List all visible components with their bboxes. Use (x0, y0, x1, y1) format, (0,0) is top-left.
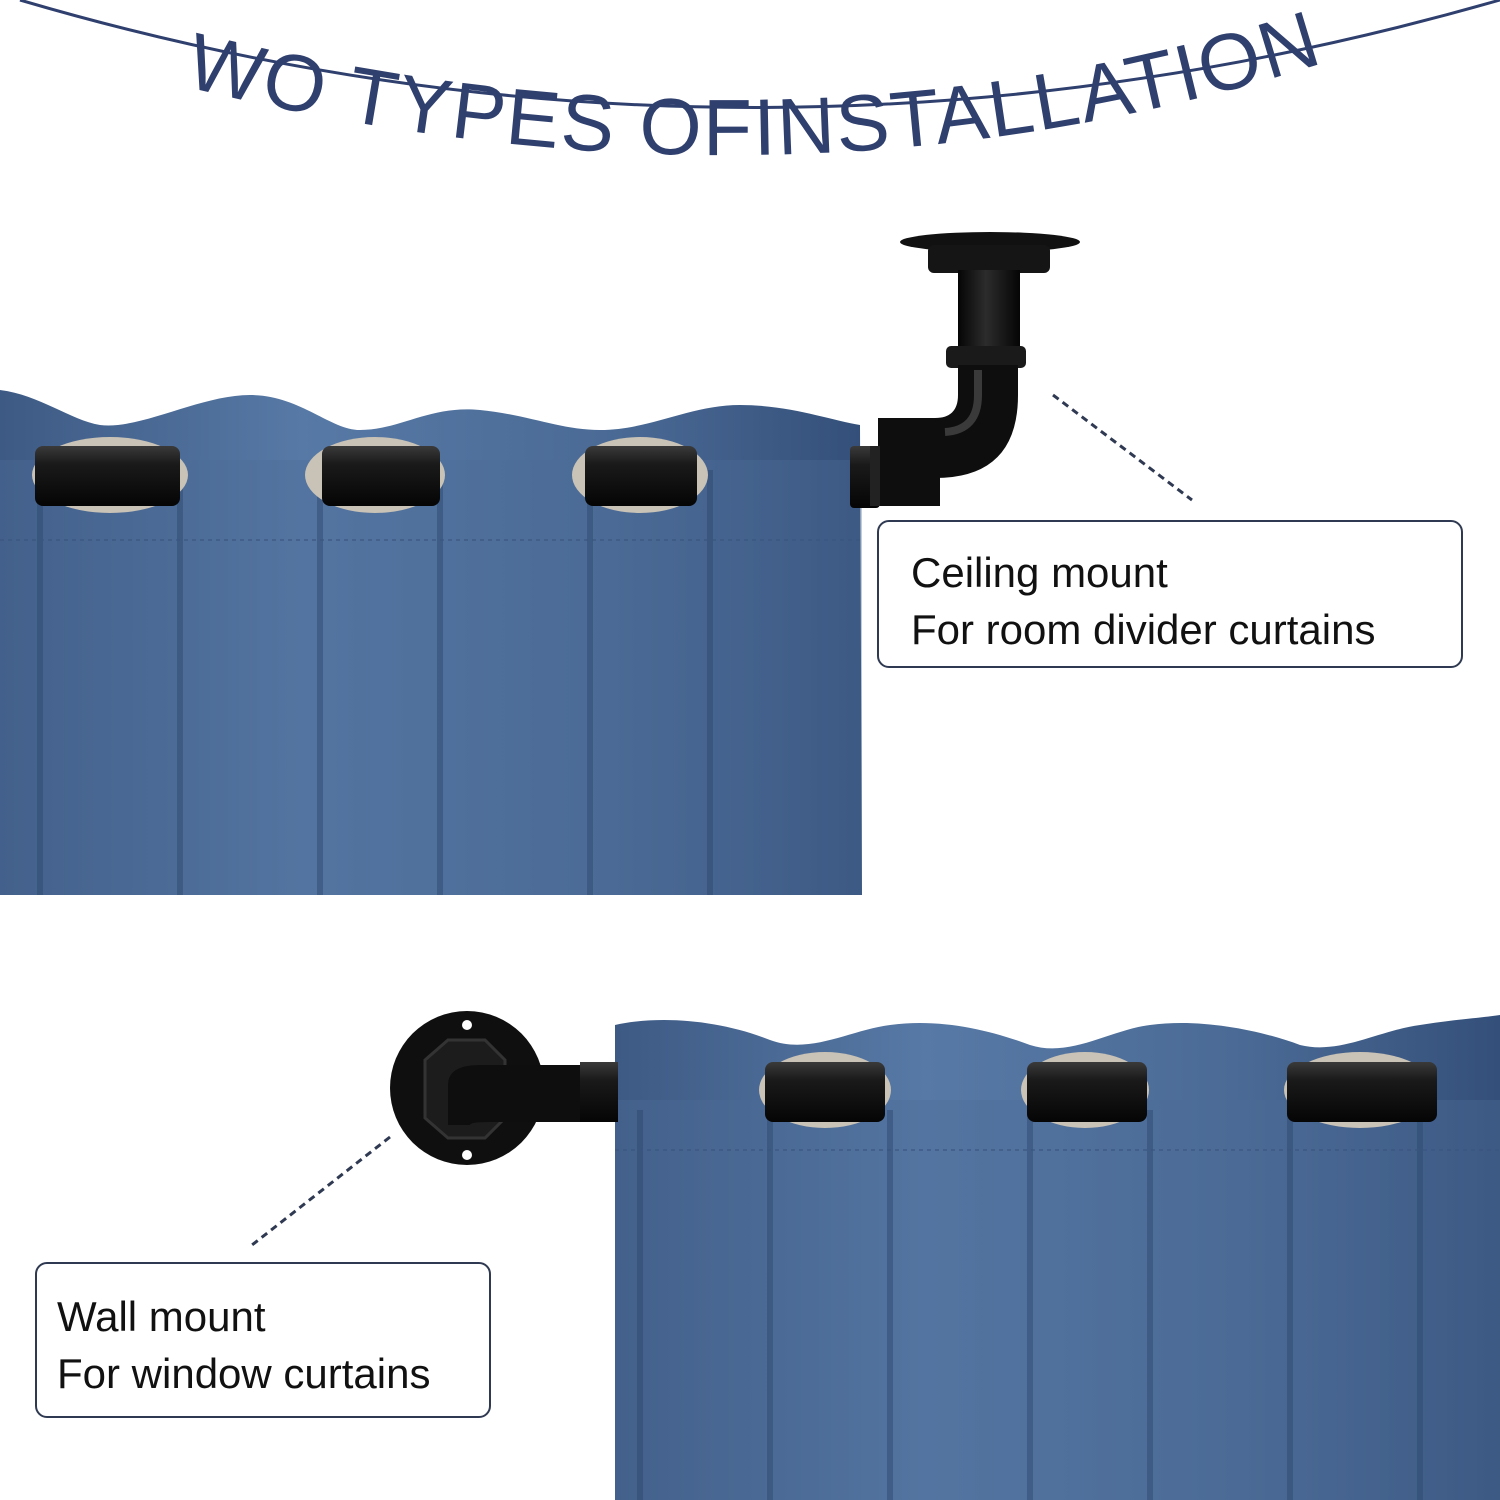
wall-mount-label: Wall mount (57, 1293, 266, 1340)
wall-pointer-line (251, 1135, 391, 1247)
ceiling-mount-callout: Ceiling mount For room divider curtains (877, 520, 1463, 668)
ceiling-mount-label: Ceiling mount (911, 549, 1168, 596)
ceiling-mount-description: For room divider curtains (911, 606, 1376, 653)
wall-mount-callout: Wall mount For window curtains (35, 1262, 491, 1418)
wall-mount-bracket (390, 1011, 618, 1165)
ceiling-curtain (0, 390, 880, 895)
title-arc-line (19, 0, 1500, 109)
ceiling-mount-bracket (870, 232, 1080, 506)
wall-mount-description: For window curtains (57, 1350, 431, 1397)
page-title: TWO TYPES OFINSTALLATION (0, 0, 1330, 172)
ceiling-pointer-line (1052, 393, 1193, 502)
wall-curtain (615, 1015, 1500, 1500)
